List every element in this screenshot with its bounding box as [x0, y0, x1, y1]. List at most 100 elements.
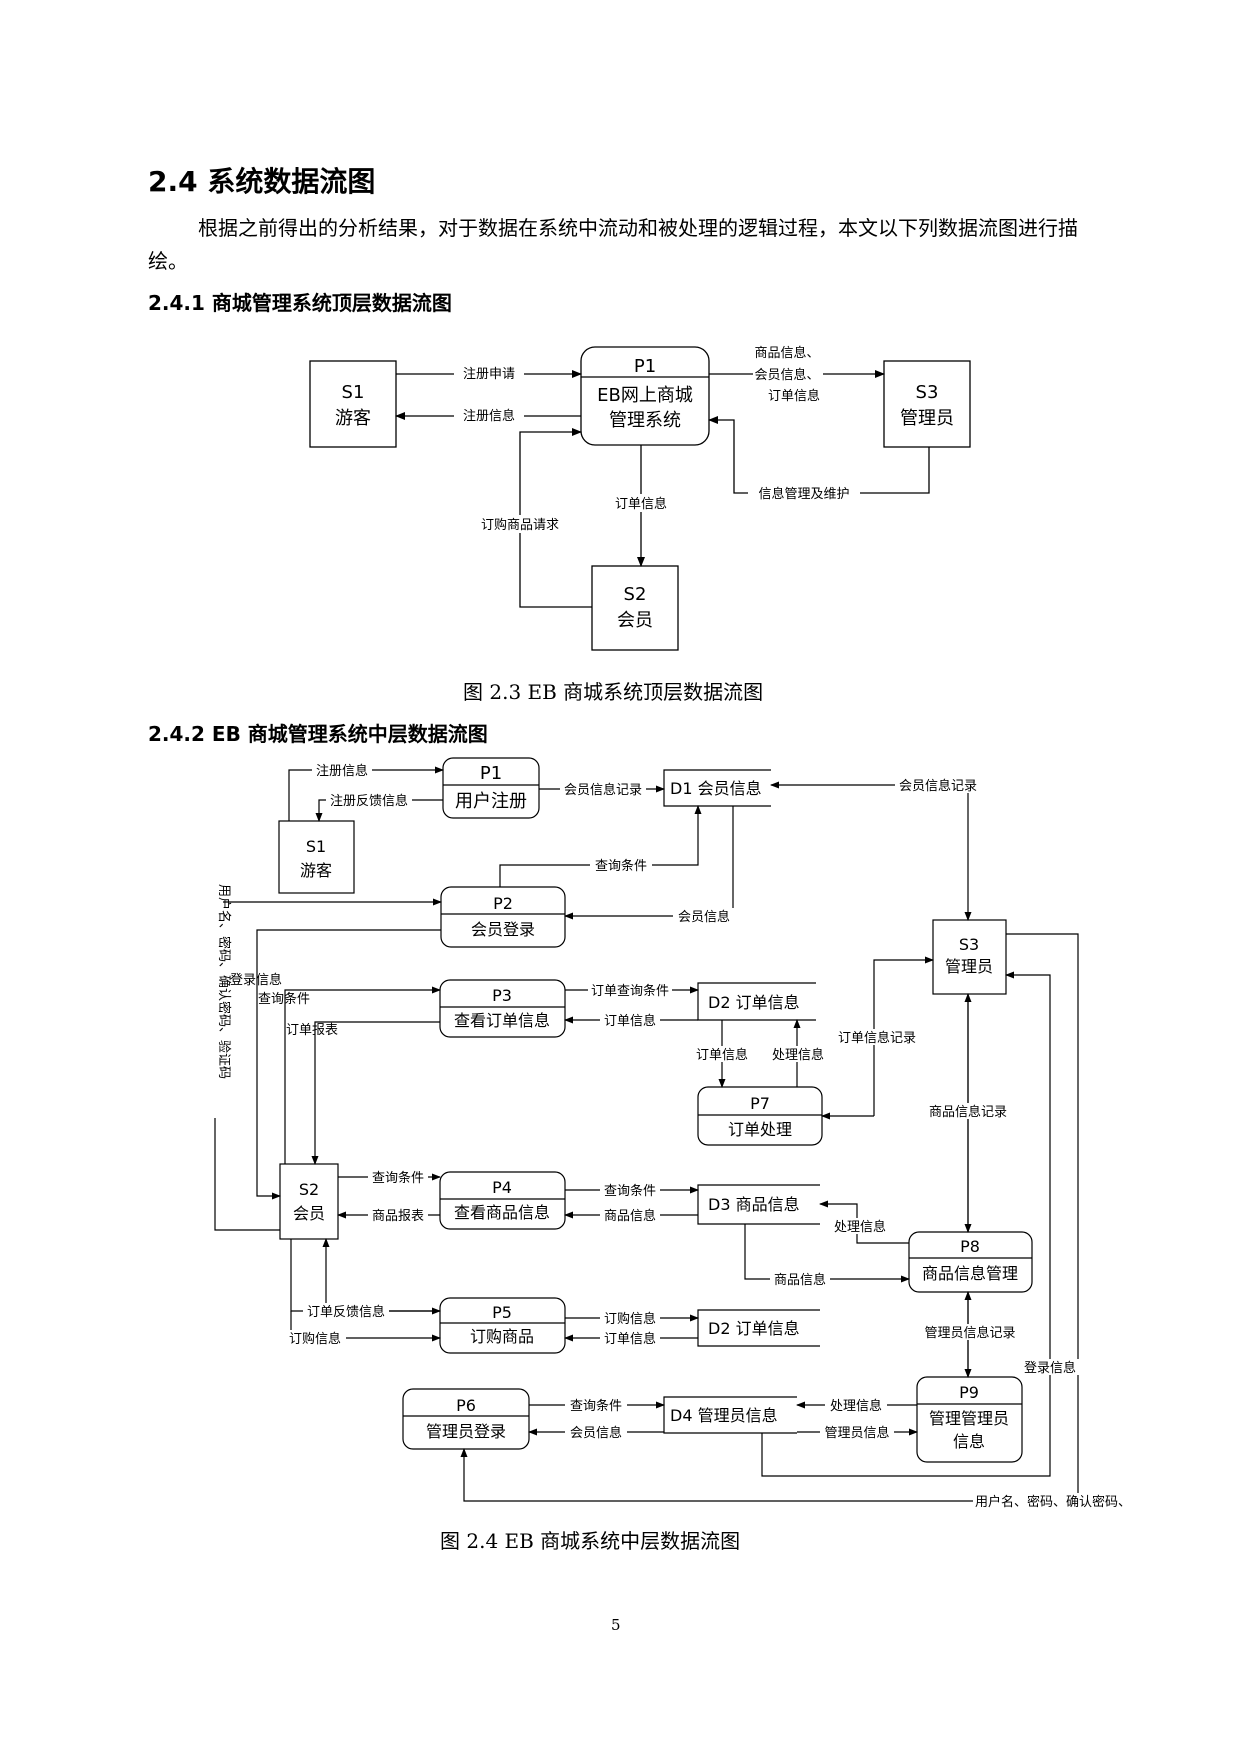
mid-flow-order-record: 订单信息记录: [838, 1030, 916, 1046]
mid-flow-d3-goods-info: 商品信息: [604, 1208, 656, 1224]
mid-d4-store: [663, 1396, 797, 1434]
mid-d4-label: D4 管理员信息: [670, 1406, 778, 1425]
mid-s1-box: [278, 820, 355, 894]
mid-p8-name: 商品信息管理: [922, 1264, 1018, 1283]
mid-s3-id: S3: [959, 935, 979, 954]
top-p1-id: P1: [634, 356, 656, 377]
top-s3-id: S3: [916, 382, 939, 403]
mid-flow-d3-process: 处理信息: [834, 1219, 886, 1235]
mid-p7-name: 订单处理: [728, 1120, 792, 1139]
top-p1-line1: EB网上商城: [597, 385, 693, 406]
mid-p6-name: 管理员登录: [426, 1422, 506, 1441]
mid-p1-process: [442, 757, 540, 819]
mid-flow-process-info: 处理信息: [772, 1047, 824, 1063]
top-s2-id: S2: [624, 584, 647, 605]
mid-flow-goods-record: 商品信息记录: [929, 1104, 1007, 1120]
mid-flow-reg-info: 注册信息: [316, 763, 368, 779]
top-s1-id: S1: [342, 382, 365, 403]
mid-p9-id: P9: [959, 1383, 979, 1402]
mid-s3-name: 管理员: [945, 957, 993, 976]
mid-flow-buy-info-2: 订购信息: [604, 1311, 656, 1327]
mid-p5-id: P5: [492, 1303, 512, 1322]
mid-p4-process: [439, 1171, 566, 1230]
mid-p9-line2: 信息: [953, 1432, 985, 1451]
top-p1-line2: 管理系统: [609, 410, 681, 431]
mid-d3-store: [697, 1184, 820, 1225]
figure-caption-2-4: 图 2.4 EB 商城系统中层数据流图: [440, 1529, 741, 1553]
top-s2-box: [591, 565, 679, 651]
mid-flow-query: 查询条件: [595, 858, 647, 874]
mid-flow-p4-query: 查询条件: [372, 1170, 424, 1186]
top-flow-out-2: 会员信息、: [754, 367, 819, 383]
figure-caption-2-3: 图 2.3 EB 商城系统顶层数据流图: [463, 680, 764, 704]
mid-flow-p6-query: 查询条件: [570, 1398, 622, 1414]
page-number: 5: [611, 1616, 621, 1634]
mid-flow-login-vertical: 用户名、密码、确认密码、验证码: [216, 884, 232, 1079]
mid-flow-reg-feedback: 注册反馈信息: [330, 793, 408, 809]
mid-flow-query-2: 查询条件: [258, 991, 310, 1007]
mid-flow-d4-process: 处理信息: [830, 1398, 882, 1414]
mid-flow-member-record-2: 会员信息记录: [899, 778, 977, 794]
mid-d2-label: D2 订单信息: [708, 993, 800, 1012]
mid-s2-name: 会员: [293, 1204, 325, 1223]
mid-flow-d3-query: 查询条件: [604, 1183, 656, 1199]
top-s1-box: [309, 360, 397, 448]
mid-p1-id: P1: [480, 763, 502, 784]
mid-flow-p6-member-info: 会员信息: [570, 1425, 622, 1441]
mid-s2-box: [279, 1163, 339, 1240]
mid-p8-id: P8: [960, 1237, 980, 1256]
mid-flow-order-query: 订单查询条件: [591, 983, 669, 999]
mid-flow-member-info: 会员信息: [678, 909, 730, 925]
mid-d2b-store: [697, 1309, 820, 1347]
mid-p2-id: P2: [493, 894, 513, 913]
mid-p5-process: [439, 1297, 566, 1354]
section-heading: 2.4 系统数据流图: [148, 165, 376, 198]
top-flow-out-1: 商品信息、: [754, 345, 819, 361]
mid-p4-name: 查看商品信息: [454, 1203, 550, 1222]
mid-flow-admin-record: 管理员信息记录: [924, 1325, 1015, 1341]
mid-p9-line1: 管理管理员: [929, 1409, 1009, 1428]
mid-flow-d2-order-info: 订单信息: [696, 1047, 748, 1063]
mid-flow-order-info-2: 订单信息: [604, 1331, 656, 1347]
top-flow-maintain: 信息管理及维护: [758, 486, 849, 502]
top-s2-name: 会员: [617, 610, 653, 631]
mid-d3-label: D3 商品信息: [708, 1195, 800, 1214]
mid-p5-name: 订购商品: [470, 1327, 534, 1346]
top-s3-box: [883, 360, 971, 448]
mid-p4-id: P4: [492, 1178, 512, 1197]
mid-flow-login-info: 登录信息: [230, 972, 282, 988]
mid-s1-id: S1: [306, 837, 326, 856]
top-flow-buy-request: 订购商品请求: [481, 517, 559, 533]
mid-flow-goods-report: 商品报表: [372, 1209, 424, 1224]
mid-p1-name: 用户注册: [455, 791, 527, 812]
mid-p3-id: P3: [492, 986, 512, 1005]
top-s1-name: 游客: [335, 408, 371, 429]
mid-flow-goods-info: 商品信息: [774, 1272, 826, 1288]
mid-flow-bottom-credentials: 用户名、密码、确认密码、: [975, 1494, 1131, 1510]
mid-d2b-label: D2 订单信息: [708, 1319, 800, 1338]
intro-paragraph: 根据之前得出的分析结果，对于数据在系统中流动和被处理的逻辑过程，本文以下列数据流…: [148, 216, 1078, 273]
mid-flow-order-feedback: 订单反馈信息: [307, 1304, 385, 1320]
mid-flow-d4-admin-info: 管理员信息: [824, 1425, 889, 1441]
top-flow-order-info: 订单信息: [615, 496, 667, 512]
mid-s1-name: 游客: [300, 861, 332, 880]
top-flow-reg-info: 注册信息: [463, 408, 515, 424]
mid-s2-id: S2: [299, 1180, 319, 1199]
mid-flow-member-record: 会员信息记录: [564, 782, 642, 798]
subsection-heading-top: 2.4.1 商城管理系统顶层数据流图: [148, 291, 452, 315]
top-p1-process: [580, 346, 710, 446]
subsection-heading-mid: 2.4.2 EB 商城管理系统中层数据流图: [148, 722, 488, 746]
mid-flow-buy-info: 订购信息: [289, 1331, 341, 1347]
top-flow-out-3: 订单信息: [768, 388, 820, 404]
mid-p7-id: P7: [750, 1094, 770, 1113]
mid-flow-admin-login: 登录信息: [1024, 1360, 1076, 1376]
mid-d2-store: [697, 982, 816, 1021]
mid-p3-name: 查看订单信息: [454, 1011, 550, 1030]
mid-flow-order-report: 订单报表: [286, 1023, 338, 1038]
mid-d1-label: D1 会员信息: [670, 779, 762, 798]
top-flow-reg-request: 注册申请: [463, 367, 515, 382]
mid-p3-process: [439, 979, 566, 1038]
top-s3-name: 管理员: [900, 408, 954, 429]
